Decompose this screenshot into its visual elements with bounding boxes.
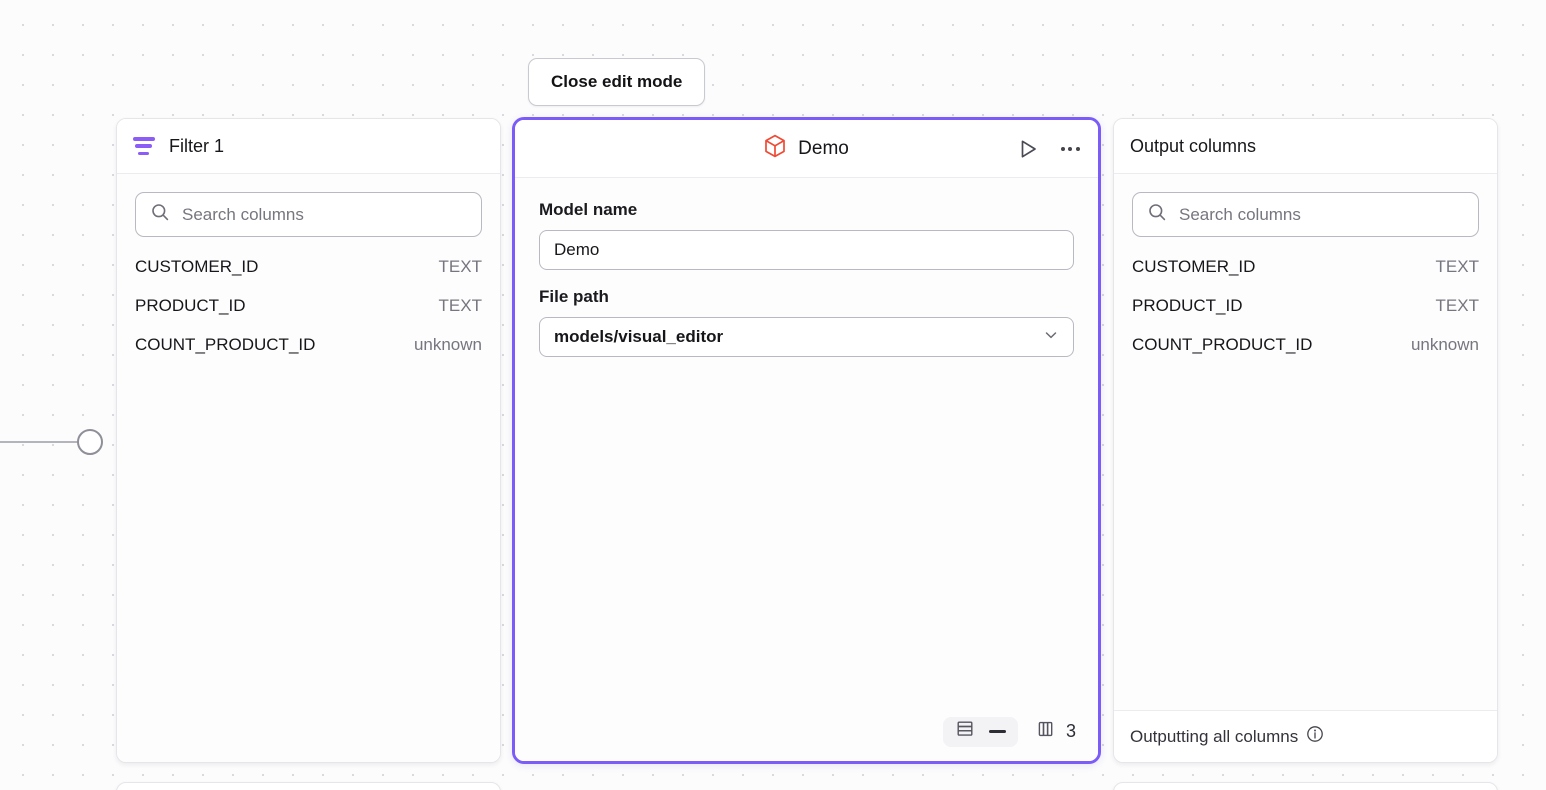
model-panel-body: Model name File path models/visual_edito… <box>515 178 1098 761</box>
filter-search-box[interactable] <box>135 192 482 237</box>
table-row[interactable]: COUNT_PRODUCT_ID unknown <box>1132 335 1479 374</box>
outputting-all-columns-label: Outputting all columns <box>1130 726 1299 746</box>
column-name: CUSTOMER_ID <box>1132 257 1256 276</box>
table-row[interactable]: PRODUCT_ID TEXT <box>135 296 482 335</box>
input-edge-line <box>0 441 82 443</box>
table-row[interactable]: COUNT_PRODUCT_ID unknown <box>135 335 482 374</box>
next-node-panel-partial[interactable] <box>116 782 501 790</box>
output-panel-title: Output columns <box>1130 135 1257 156</box>
cube-icon <box>764 134 786 164</box>
column-name: COUNT_PRODUCT_ID <box>1132 335 1313 354</box>
file-path-label: File path <box>539 287 609 306</box>
model-name-label: Model name <box>539 200 638 219</box>
chevron-down-icon <box>1043 327 1059 348</box>
column-type: TEXT <box>1435 257 1479 276</box>
column-type: TEXT <box>1435 296 1479 315</box>
column-type: TEXT <box>438 296 482 315</box>
model-panel-title-group: Demo <box>764 134 849 164</box>
model-name-title: Demo <box>798 137 849 159</box>
column-type: TEXT <box>438 257 482 276</box>
filter-search-input[interactable] <box>182 204 467 225</box>
column-type: unknown <box>1410 335 1479 354</box>
row-count-control[interactable] <box>942 716 1018 747</box>
column-type: unknown <box>413 335 482 354</box>
play-icon[interactable] <box>1014 135 1042 163</box>
model-panel[interactable]: Demo Model name File path models/visual_… <box>512 117 1101 764</box>
model-header-actions <box>1014 120 1084 177</box>
filter-panel-title: Filter 1 <box>169 135 225 156</box>
model-panel-header: Demo <box>515 120 1098 178</box>
ellipsis-icon[interactable] <box>1056 135 1084 163</box>
info-icon[interactable] <box>1306 725 1324 748</box>
file-path-value: models/visual_editor <box>554 327 724 346</box>
rows-icon <box>955 719 975 744</box>
table-row[interactable]: CUSTOMER_ID TEXT <box>135 257 482 296</box>
input-connector-handle[interactable] <box>77 429 103 455</box>
column-name: PRODUCT_ID <box>135 296 246 315</box>
search-icon <box>150 202 170 227</box>
file-path-select[interactable]: models/visual_editor <box>539 317 1074 357</box>
column-count-value: 3 <box>1065 721 1076 741</box>
filter-panel[interactable]: Filter 1 CUSTOMER_ID TEXT PRODUCT_ID TEX… <box>116 118 501 763</box>
output-panel-footer: Outputting all columns <box>1114 710 1497 762</box>
output-panel-header: Output columns <box>1114 119 1497 174</box>
close-edit-mode-button[interactable]: Close edit mode <box>528 58 706 106</box>
output-search-box[interactable] <box>1132 192 1479 237</box>
output-columns-panel[interactable]: Output columns CUSTOMER_ID TEXT PRODUCT_… <box>1113 118 1498 763</box>
next-output-panel-partial[interactable] <box>1113 782 1498 790</box>
row-count-value <box>988 730 1006 733</box>
column-name: PRODUCT_ID <box>1132 296 1243 315</box>
table-row[interactable]: CUSTOMER_ID TEXT <box>1132 257 1479 296</box>
file-path-select-wrap: models/visual_editor <box>539 317 1074 357</box>
output-column-list: CUSTOMER_ID TEXT PRODUCT_ID TEXT COUNT_P… <box>1114 237 1497 374</box>
columns-icon <box>1036 719 1056 744</box>
column-count-control[interactable]: 3 <box>1022 714 1084 749</box>
search-icon <box>1147 202 1167 227</box>
model-name-input[interactable] <box>539 230 1074 270</box>
filter-panel-body: CUSTOMER_ID TEXT PRODUCT_ID TEXT COUNT_P… <box>117 174 500 762</box>
filter-panel-header: Filter 1 <box>117 119 500 174</box>
output-panel-body: CUSTOMER_ID TEXT PRODUCT_ID TEXT COUNT_P… <box>1114 174 1497 710</box>
output-search-input[interactable] <box>1179 204 1464 225</box>
table-row[interactable]: PRODUCT_ID TEXT <box>1132 296 1479 335</box>
model-stats-footer: 3 <box>942 714 1084 749</box>
filter-column-list: CUSTOMER_ID TEXT PRODUCT_ID TEXT COUNT_P… <box>117 237 500 374</box>
model-form: Model name File path models/visual_edito… <box>515 178 1098 357</box>
filter-icon <box>133 137 155 155</box>
column-name: CUSTOMER_ID <box>135 257 259 276</box>
column-name: COUNT_PRODUCT_ID <box>135 335 316 354</box>
